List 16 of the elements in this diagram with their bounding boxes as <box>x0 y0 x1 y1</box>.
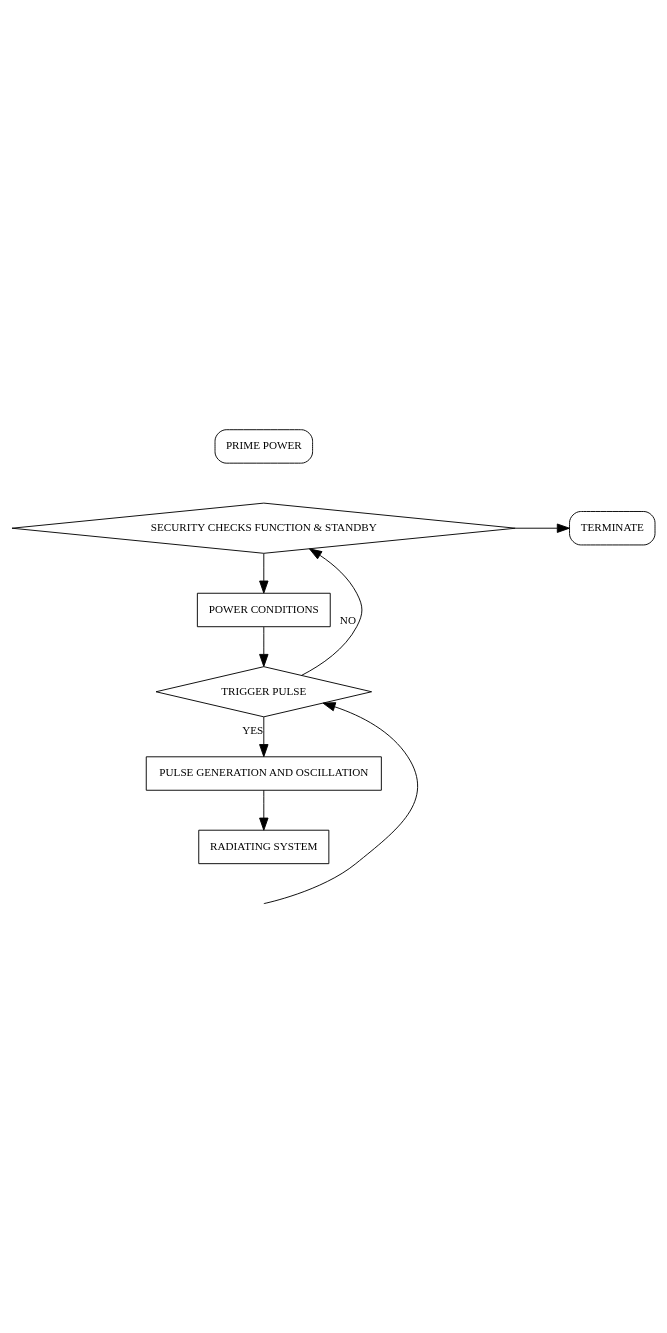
arrow <box>259 626 269 667</box>
node-box: POWER CONDITIONS <box>196 592 331 627</box>
edge-label: YES <box>242 723 264 736</box>
edge-label: NO <box>339 613 356 626</box>
node-box: PULSE GENERATION AND OSCILLATION <box>145 755 382 791</box>
node-box: TERMINATE <box>569 510 656 545</box>
node-box: RADIATING SYSTEM <box>198 829 330 864</box>
arrow <box>259 552 269 594</box>
node-diamond: TRIGGER PULSE <box>155 665 373 717</box>
node-box: PRIME POWER <box>214 428 314 464</box>
node-diamond: SECURITY CHECKS FUNCTION & STANDBY <box>11 502 517 554</box>
arrow <box>259 789 269 831</box>
arrow <box>515 523 570 533</box>
arrow <box>259 716 269 757</box>
arrow <box>263 701 419 904</box>
arrow <box>301 547 363 676</box>
